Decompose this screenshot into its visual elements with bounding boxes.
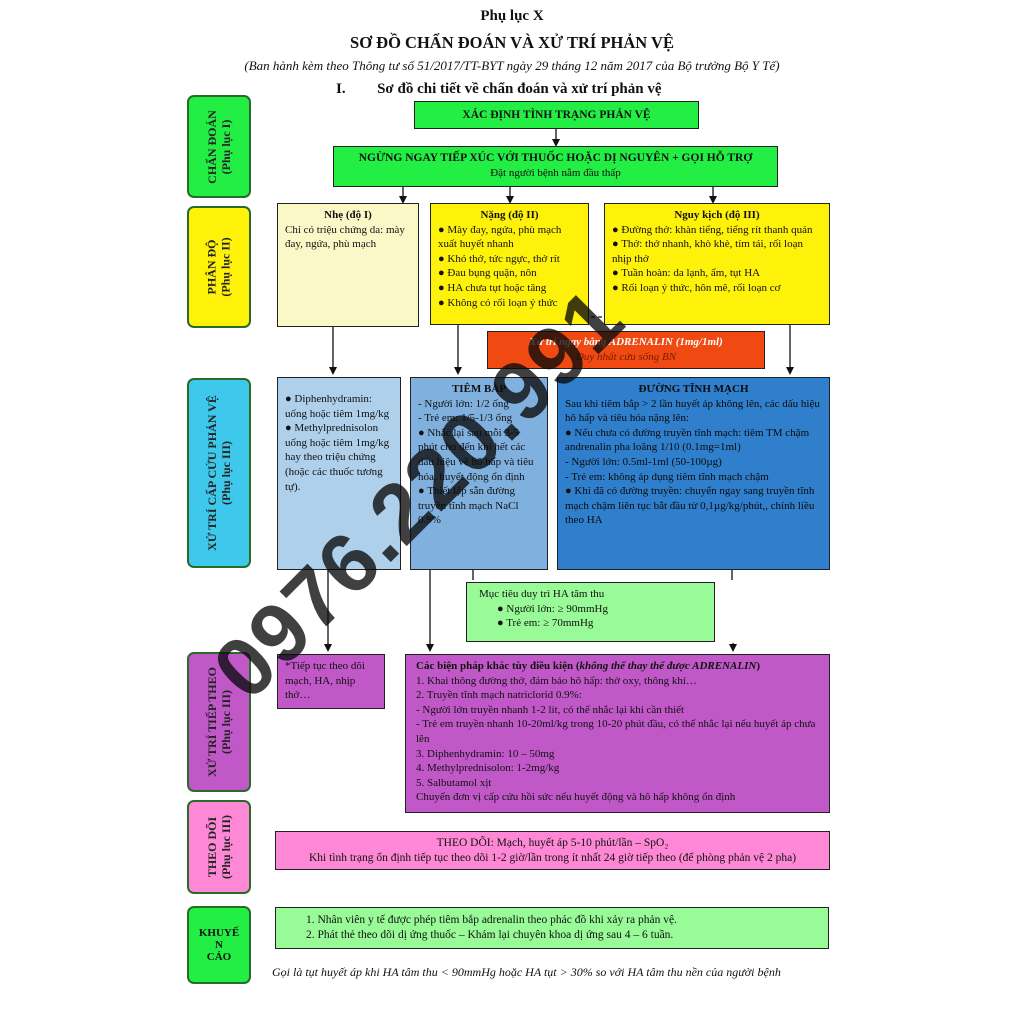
intramuscular-box: TIÊM BẮP - Người lớn: 1/2 ống- Trẻ em: 1… [410,377,548,570]
side-label-diagnosis: CHẨN ĐOÁN(Phụ lục I) [187,95,251,198]
other-measure-item: 5. Salbutamol xịt [416,776,492,789]
side-label-severity: PHÂN ĐỘ(Phụ lục II) [187,206,251,328]
antihistamine-box: ● Diphenhydramin: uống hoặc tiêm 1mg/kg●… [277,377,401,570]
appendix-label: Phụ lục X [480,8,544,24]
intravenous-item: ● Khi đã có đường truyền: chuyển ngay sa… [565,485,815,527]
intramuscular-item: ● Thiết lập sẵn đường truyền tĩnh mạch N… [418,485,519,527]
adrenalin-box: Xử trí ngay bằng ADRENALIN (1mg/1ml) Duy… [487,331,765,369]
side-label-monitor: THEO DÕI(Phụ lục III) [187,800,251,894]
antihistamine-item: ● Diphenhydramin: uống hoặc tiêm 1mg/kg [285,393,390,420]
other-measures-box: Các biện pháp khác tùy điều kiện (không … [405,654,830,813]
target-bp-item: ● Trẻ em: ≥ 70mmHg [497,617,594,630]
identify-box: XÁC ĐỊNH TÌNH TRẠNG PHẢN VỆ [414,101,699,129]
other-measure-item: - Trẻ em truyền nhanh 10-20ml/kg trong 1… [416,718,816,745]
intravenous-box: ĐƯỜNG TĨNH MẠCH Sau khi tiêm bắp > 2 lần… [557,377,830,570]
severe-symptom-item: ● Đau bụng quặn, nôn [438,267,537,280]
other-measure-item: Chuyển đơn vị cấp cứu hồi sức nếu huyết … [416,791,736,804]
other-measure-item: 2. Truyền tĩnh mạch natriclorid 0.9%: [416,689,582,702]
stop-contact-box: NGỪNG NGAY TIẾP XÚC VỚI THUỐC HOẶC DỊ NG… [333,146,778,187]
side-label-followup: XỬ TRÍ TIẾP THEO(Phụ lục III) [187,652,251,792]
page-title: SƠ ĐỒ CHẨN ĐOÁN VÀ XỬ TRÍ PHẢN VỆ [350,33,674,52]
page-subtitle: (Ban hành kèm theo Thông tư số 51/2017/T… [244,58,780,73]
continue-monitor-box: *Tiếp tục theo dõi mạch, HA, nhịp thở… [277,654,385,709]
other-measure-item: 1. Khai thông đường thở, đảm bảo hô hấp:… [416,674,697,687]
advice-item: 2. Phát thẻ theo dõi dị ứng thuốc – Khám… [306,928,674,941]
advice-item: 1. Nhân viên y tế được phép tiêm bắp adr… [306,914,677,926]
critical-symptom-item: ● Thở: thở nhanh, khò khè, tím tái, rối … [612,238,803,265]
antihistamine-item: ● Methylprednisolon uống hoặc tiêm 1mg/k… [285,422,390,493]
other-measure-item: - Người lớn truyền nhanh 1-2 lít, có thể… [416,703,685,716]
section-title: Sơ đồ chi tiết về chẩn đoán và xử trí ph… [377,81,662,97]
intramuscular-item: ● Nhắc lại sau mỗi 3-5 phút cho đến khi … [418,426,534,483]
intravenous-item: - Trẻ em: không áp dụng tiêm tĩnh mạch c… [565,470,769,483]
severe-symptom-item: ● Mày đay, ngứa, phù mạch xuất huyết nha… [438,223,562,251]
other-measure-item: 3. Diphenhydramin: 10 – 50mg [416,747,555,760]
mild-grade-box: Nhẹ (độ I) Chỉ có triệu chứng da: mày đa… [277,203,419,327]
severe-symptom-item: ● Khó thở, tức ngực, thở rít [438,252,560,265]
intravenous-item: Sau khi tiêm bắp > 2 lần huyết áp không … [565,397,820,425]
critical-symptom-item: ● Đường thở: khàn tiếng, tiếng rít thanh… [612,223,813,236]
advice-box: 1. Nhân viên y tế được phép tiêm bắp adr… [275,907,829,949]
target-bp-box: Mục tiêu duy trì HA tâm thu ● Người lớn:… [466,582,715,642]
critical-symptom-item: ● Rối loạn ý thức, hôn mê, rối loạn cơ [612,281,781,294]
target-bp-item: ● Người lớn: ≥ 90mmHg [497,602,608,615]
section-heading: I. Sơ đồ chi tiết về chẩn đoán và xử trí… [336,81,662,98]
footnote: Gọi là tụt huyết áp khi HA tâm thu < 90m… [272,965,781,979]
intravenous-item: - Người lớn: 0.5ml-1ml (50-100µg) [565,455,722,468]
severe-grade-box: Nặng (độ II) ● Mày đay, ngứa, phù mạch x… [430,203,589,325]
critical-symptom-item: ● Tuần hoàn: da lạnh, ẩm, tụt HA [612,267,761,280]
intramuscular-item: - Trẻ em: 1/5-1/3 ống [418,412,513,425]
side-label-emergency: XỬ TRÍ CẤP CỨU PHẢN VỆ(Phụ lục III) [187,378,251,568]
critical-grade-box: Nguy kịch (độ III) ● Đường thở: khàn tiế… [604,203,830,325]
section-number: I. [336,81,346,97]
intramuscular-item: - Người lớn: 1/2 ống [418,397,509,410]
monitoring-box: THEO DÕI: Mạch, huyết áp 5-10 phút/lần –… [275,831,830,870]
intravenous-item: ● Nếu chưa có đường truyền tĩnh mạch: ti… [565,426,810,454]
other-measure-item: 4. Methylprednisolon: 1-2mg/kg [416,762,560,775]
severe-symptom-item: ● HA chưa tụt hoặc tăng [438,281,547,294]
severe-symptom-item: ● Không có rối loạn ý thức [438,296,558,309]
